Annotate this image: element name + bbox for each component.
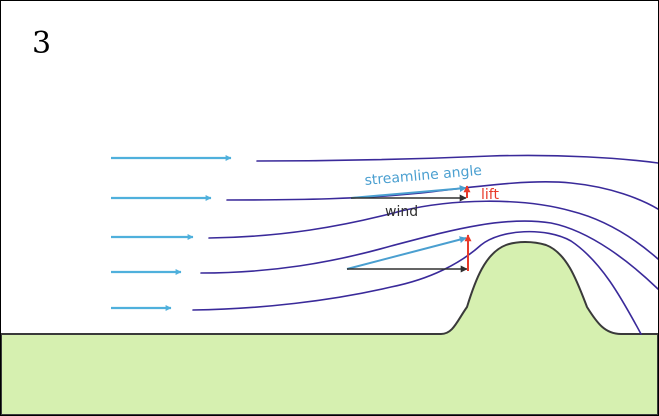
lift-label: lift bbox=[481, 187, 499, 203]
streamline-4 bbox=[200, 220, 658, 290]
streamline-2 bbox=[226, 181, 658, 210]
streamline-3 bbox=[208, 200, 658, 260]
streamline-1 bbox=[256, 154, 658, 164]
flow-arrows bbox=[111, 155, 232, 311]
streamline-angle-arrow bbox=[350, 185, 467, 199]
panel-number: 3 bbox=[32, 26, 51, 61]
streamline-5 bbox=[192, 230, 642, 335]
wind-label: wind bbox=[385, 204, 418, 220]
streamline-angle-arrow-lower bbox=[346, 236, 467, 270]
streamlines bbox=[192, 154, 658, 335]
ground-hill bbox=[1, 241, 658, 415]
streamline-angle-label: streamline angle bbox=[364, 163, 483, 189]
